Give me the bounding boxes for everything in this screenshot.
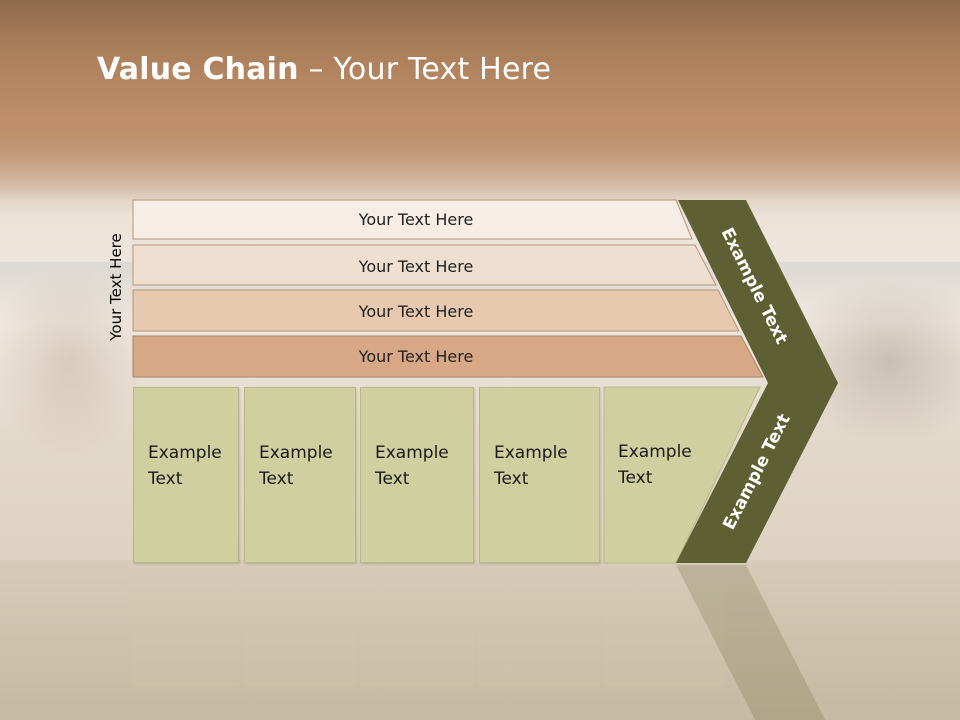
bar-3: Your Text Here xyxy=(132,289,740,332)
bar-3-label: Your Text Here xyxy=(358,302,474,321)
slide-title-rest: – Your Text Here xyxy=(298,52,552,87)
bar-2: Your Text Here xyxy=(132,244,717,286)
box-5-line2: Text xyxy=(618,468,653,488)
box-2-line2: Text xyxy=(259,469,294,489)
bar-2-label: Your Text Here xyxy=(358,257,474,276)
box-3-reflection xyxy=(360,566,474,686)
box-4-line2: Text xyxy=(494,469,529,489)
bar-1: Your Text Here xyxy=(132,199,693,240)
bar-1-label: Your Text Here xyxy=(358,210,474,229)
chevron-lower xyxy=(676,383,838,563)
chevron-upper xyxy=(678,200,838,383)
chevron-reflection xyxy=(676,565,826,720)
box-4-reflection xyxy=(479,566,600,686)
bar-4-label: Your Text Here xyxy=(358,347,474,366)
background-grass xyxy=(0,560,960,720)
box-2-reflection xyxy=(244,566,356,686)
box-5-line1: Example xyxy=(618,442,692,462)
title-band xyxy=(0,0,960,200)
box-5-reflection xyxy=(604,566,724,686)
box-3-line2: Text xyxy=(375,469,410,489)
box-3-line1: Example xyxy=(375,443,449,463)
box-1-reflection xyxy=(133,566,239,686)
slide-title: Value Chain – Your Text Here xyxy=(97,52,551,87)
box-2-line1: Example xyxy=(259,443,333,463)
box-4-line1: Example xyxy=(494,443,568,463)
box-1-line2: Text xyxy=(148,469,183,489)
slide-title-bold: Value Chain xyxy=(97,52,299,87)
bar-4: Your Text Here xyxy=(132,335,764,378)
box-1-line1: Example xyxy=(148,443,222,463)
